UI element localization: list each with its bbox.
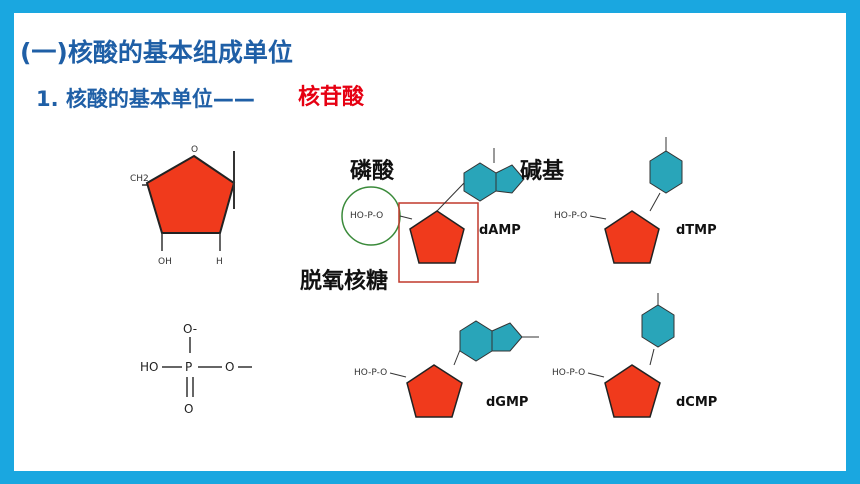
oh-label: OH	[158, 257, 172, 267]
dgmp-structure: HO-P-O	[354, 320, 539, 418]
o-double-label: O	[184, 402, 193, 416]
dcmp-structure: HO-P-O	[552, 293, 675, 418]
svg-text:HO-P-O: HO-P-O	[552, 368, 585, 378]
phosphate-structure: HO P O O- O	[140, 322, 252, 416]
ring-o-label: O	[191, 145, 198, 155]
svg-text:HO-P-O: HO-P-O	[554, 211, 587, 221]
dtmp-label: dTMP	[676, 223, 717, 238]
damp-label: dAMP	[479, 223, 521, 238]
phosphate-label: 磷酸	[350, 159, 395, 184]
sugar-structure: CH2 O OH H	[130, 145, 236, 267]
highlight-term: 核苷酸	[298, 85, 365, 110]
p-label: P	[185, 360, 192, 374]
svg-text:HO-P-O: HO-P-O	[350, 211, 383, 221]
subtitle: 1. 核酸的基本单位——	[36, 87, 255, 111]
damp-structure: HO-P-O	[341, 148, 525, 283]
slide: (一)核酸的基本组成单位 1. 核酸的基本单位—— 核苷酸 CH2 O OH H…	[14, 13, 846, 471]
svg-text:HO-P-O: HO-P-O	[354, 368, 387, 378]
dtmp-structure: HO-P-O	[554, 137, 683, 264]
h-label: H	[216, 257, 223, 267]
o-minus-label: O-	[183, 322, 197, 336]
ch2-label: CH2	[130, 174, 149, 184]
ho-label: HO	[140, 360, 158, 374]
sugar-label: 脱氧核糖	[300, 269, 389, 294]
dcmp-label: dCMP	[676, 395, 718, 410]
nucleotide-diagram: CH2 O OH H HO P O O- O HO-P-O	[130, 137, 683, 418]
slide-title: (一)核酸的基本组成单位	[20, 38, 293, 67]
o-label: O	[225, 360, 234, 374]
sugar-highlight-box	[398, 202, 479, 283]
base-label: 碱基	[520, 159, 565, 184]
dgmp-label: dGMP	[486, 395, 529, 410]
sugar-pentagon	[145, 154, 236, 234]
